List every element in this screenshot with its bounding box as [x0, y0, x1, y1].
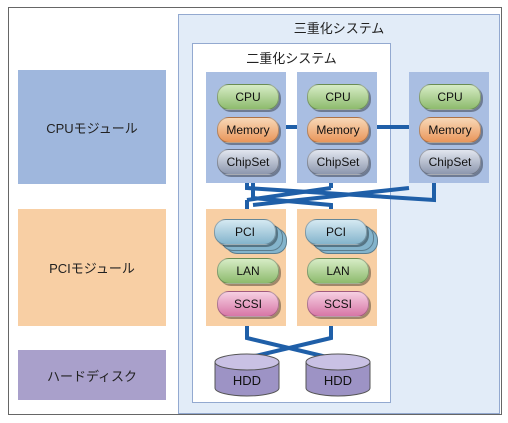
pci-chip-1: PCI — [214, 219, 276, 245]
hard-disk-label: ハードディスク — [18, 350, 166, 400]
dual-system-title: 二重化システム — [246, 51, 337, 66]
pci-module-label: PCIモジュール — [18, 209, 166, 326]
chipset-chip-1: ChipSet — [217, 149, 279, 175]
lan-chip-2: LAN — [307, 258, 369, 284]
memory-chip-1: Memory — [217, 117, 279, 143]
hdd-label-1: HDD — [232, 373, 262, 388]
cpu-chip-2: CPU — [307, 84, 369, 110]
scsi-chip-2: SCSI — [307, 291, 369, 317]
cpu-chip-3: CPU — [419, 84, 481, 110]
cpu-module-label: CPUモジュール — [18, 70, 166, 184]
hdd-disk-1 — [214, 353, 280, 397]
memory-chip-3: Memory — [419, 117, 481, 143]
hdd-disk-2 — [305, 353, 371, 397]
cpu-chip-1: CPU — [217, 84, 279, 110]
lan-chip-1: LAN — [217, 258, 279, 284]
memory-chip-2: Memory — [307, 117, 369, 143]
chipset-chip-3: ChipSet — [419, 149, 481, 175]
triple-system-title: 三重化システム — [293, 21, 385, 36]
scsi-chip-1: SCSI — [217, 291, 279, 317]
pci-chip-2: PCI — [305, 219, 367, 245]
hdd-label-2: HDD — [323, 373, 353, 388]
chipset-chip-2: ChipSet — [307, 149, 369, 175]
